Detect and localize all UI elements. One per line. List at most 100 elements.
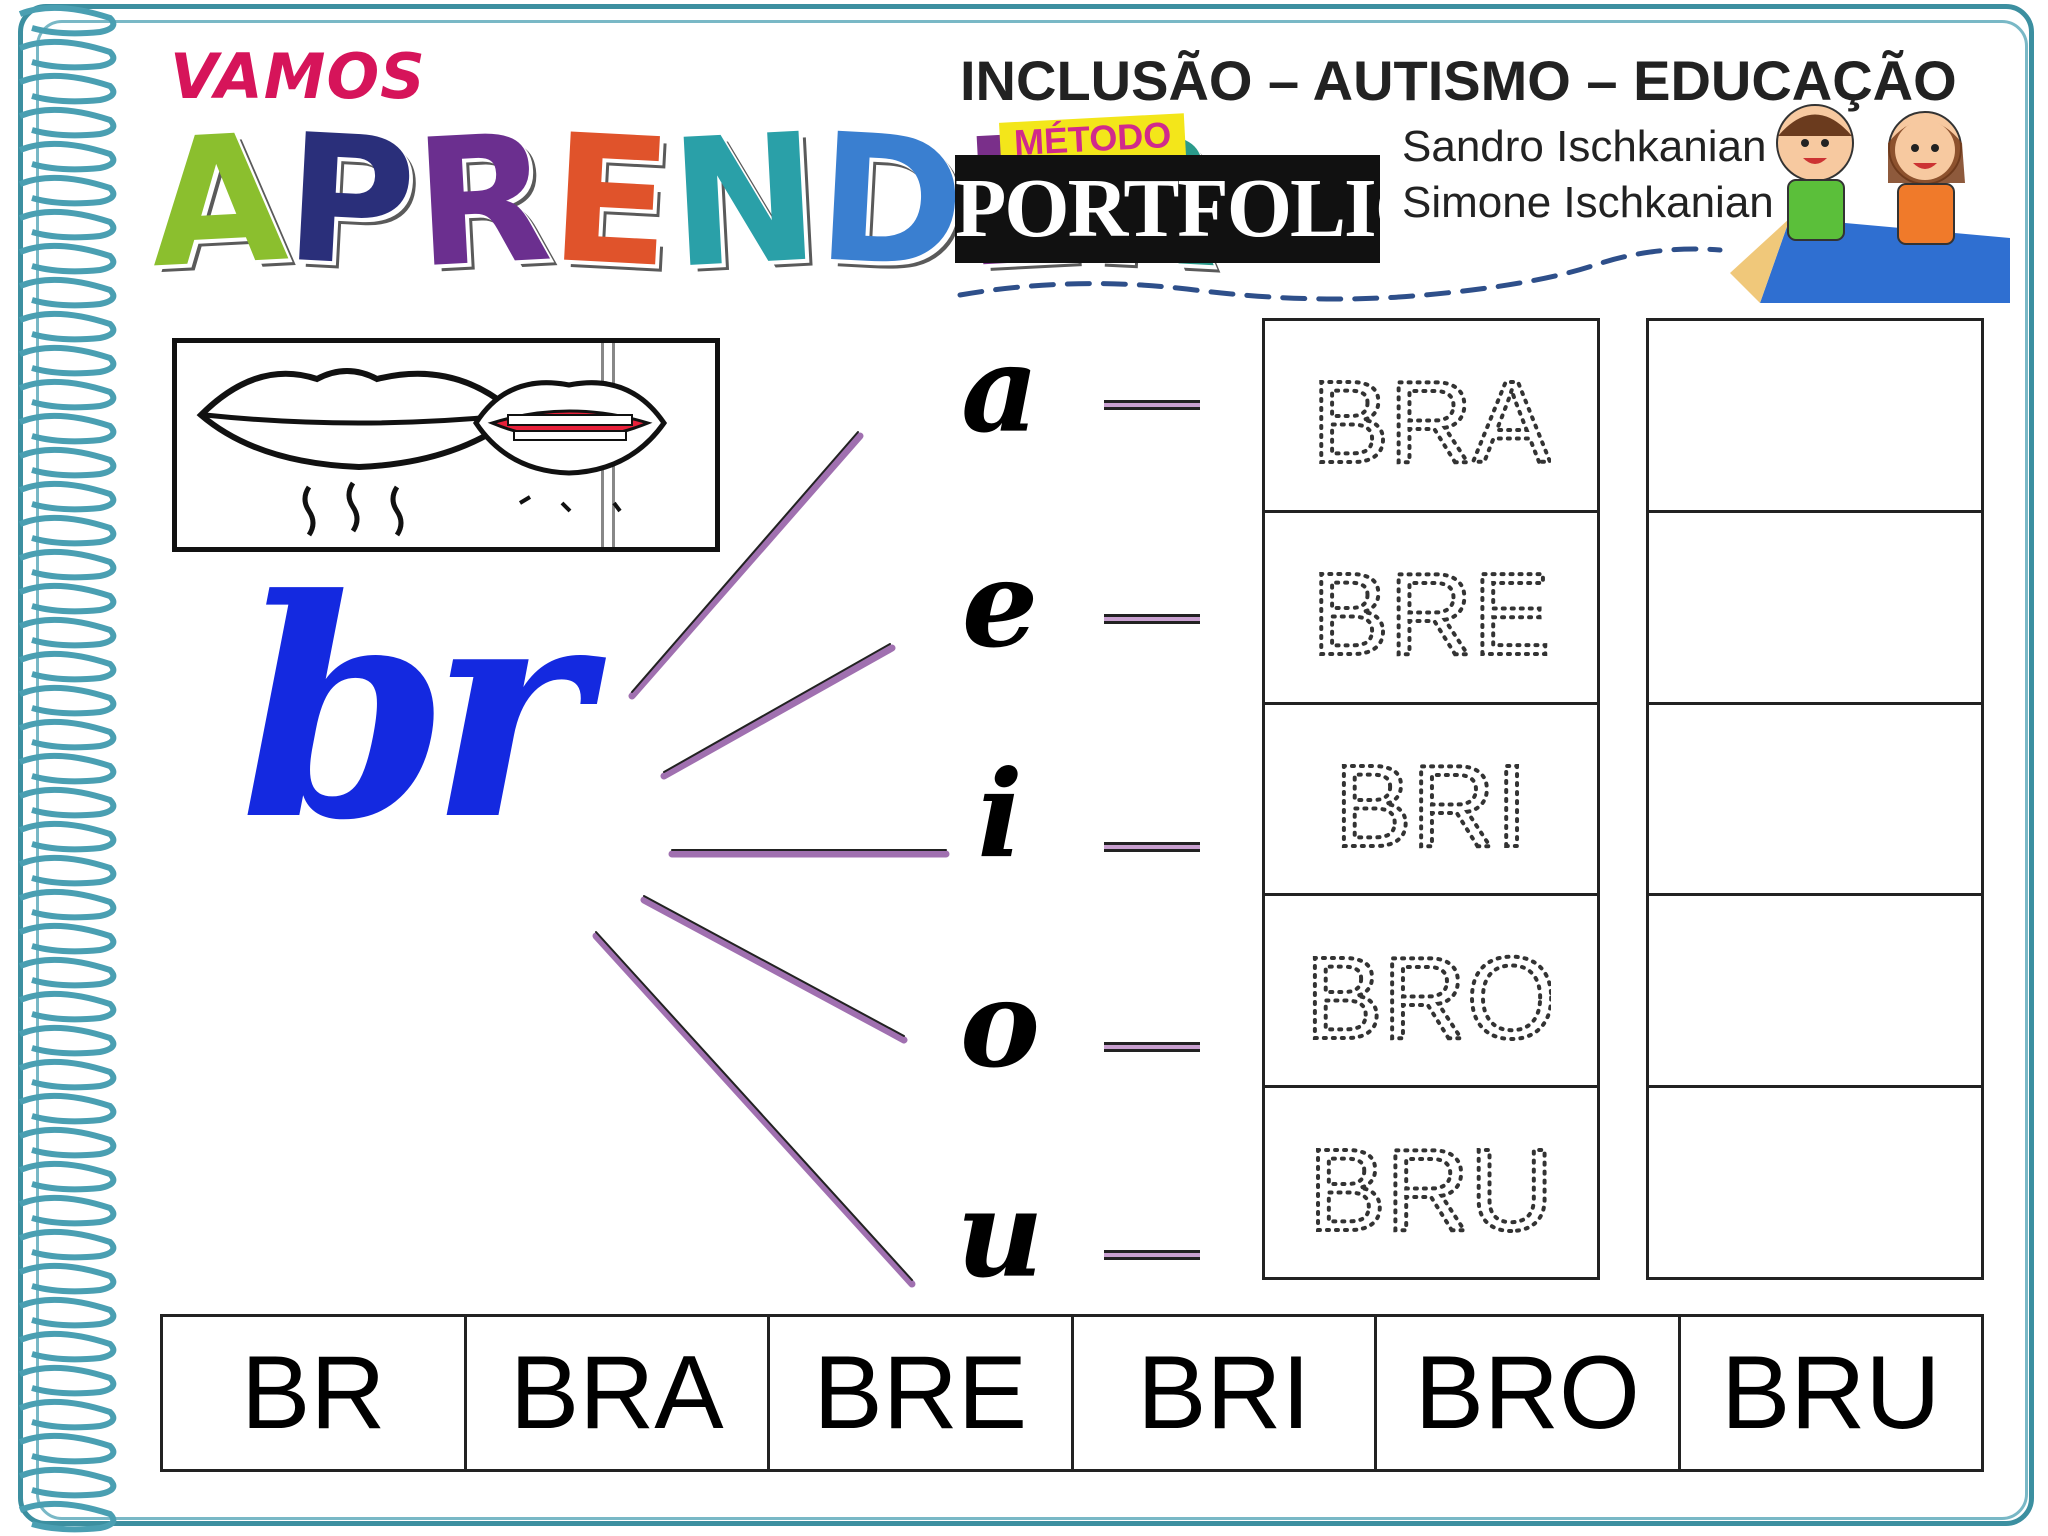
page-inner-frame [36, 20, 2028, 1520]
page-frame [18, 4, 2034, 1526]
spiral-binding [18, 4, 117, 1533]
traced-syllable: BRU [1311, 1125, 1551, 1248]
spiral-coil [18, 310, 117, 343]
spiral-coil [18, 1058, 117, 1091]
dashed-wave-decoration [957, 246, 1723, 302]
spiral-coil [18, 1092, 117, 1125]
syllable-cell: BRU [1720, 1334, 1941, 1451]
spiral-coil [18, 276, 117, 309]
spiral-coil [18, 820, 117, 853]
syllable-cell: BRO [1377, 1317, 1681, 1469]
trace-cell[interactable]: BRU [1265, 1088, 1597, 1277]
spiral-coil [18, 1296, 117, 1329]
syllable-cell: BR [163, 1317, 467, 1469]
aprender-letter: N [665, 95, 824, 308]
vowel-a: a [961, 319, 1039, 460]
spiral-coil [18, 1160, 117, 1193]
aprender-letter: E [545, 95, 677, 308]
portfolio-logo: PORTFOLIO [955, 155, 1440, 263]
spiral-coil [18, 140, 117, 173]
spiral-coil [18, 1126, 117, 1159]
spiral-coil [18, 72, 117, 105]
aprender-letter: D [813, 95, 970, 308]
writing-cell[interactable] [1649, 321, 1981, 513]
spiral-coil [18, 378, 117, 411]
author-simone: Simone Ischkanian [1402, 178, 1774, 227]
dash-e [1104, 614, 1200, 624]
syllable-cell: BRA [467, 1317, 770, 1469]
writing-cell[interactable] [1649, 705, 1981, 897]
author-sandro: Sandro Ischkanian [1402, 122, 1767, 171]
writing-cell[interactable] [1649, 896, 1981, 1089]
blend-br-cursive: br [240, 533, 588, 886]
spiral-coil [18, 1024, 117, 1057]
open-mouth-teeth-icon [473, 380, 668, 513]
traced-syllable: BRO [1311, 933, 1551, 1056]
spiral-coil [18, 242, 117, 275]
spiral-coil [18, 514, 117, 547]
aprender-letter: A [144, 95, 292, 308]
spiral-coil [18, 38, 117, 71]
spiral-coil [18, 344, 117, 377]
spiral-coil [18, 480, 117, 513]
vowel-u: u [956, 1164, 1044, 1305]
writing-cell[interactable] [1649, 1088, 1981, 1277]
spiral-coil [18, 650, 117, 683]
spiral-coil [18, 412, 117, 445]
spiral-coil [18, 786, 117, 819]
kids-illustration [1730, 104, 2010, 303]
syllable-cell: BRE [770, 1317, 1074, 1469]
syllable-table: BR BRA BRE BRI BRO BRU [160, 1314, 1984, 1472]
spiral-coil [18, 888, 117, 921]
spiral-coil [18, 582, 117, 615]
headline: INCLUSÃO – AUTISMO – EDUCAÇÃO [960, 49, 1957, 112]
trace-cell[interactable]: BRO [1265, 896, 1597, 1089]
writing-column [1646, 318, 1984, 1280]
dash-i [1104, 842, 1200, 852]
spiral-coil [18, 922, 117, 955]
spiral-coil [18, 1364, 117, 1397]
spiral-coil [18, 718, 117, 751]
aprender-letter: R [409, 95, 556, 308]
spiral-coil [18, 1330, 117, 1363]
tracing-column: BRA BRE BRI BRO BRU [1262, 318, 1600, 1280]
vowel-i: i [977, 744, 1023, 885]
spiral-coil [18, 548, 117, 581]
spiral-coil [18, 1398, 117, 1431]
spiral-coil [18, 1432, 117, 1465]
traced-syllable: BRE [1312, 549, 1551, 672]
dash-u [1104, 1250, 1200, 1260]
spiral-coil [18, 106, 117, 139]
dash-o [1104, 1042, 1200, 1052]
trace-cell[interactable]: BRE [1265, 513, 1597, 705]
spiral-coil [18, 1466, 117, 1499]
spiral-coil [18, 990, 117, 1023]
spiral-coil [18, 616, 117, 649]
kid-girl-icon [1897, 183, 1955, 245]
spiral-coil [18, 174, 117, 207]
vamos-title: VAMOS [170, 40, 426, 113]
vowel-o: o [959, 954, 1041, 1095]
traced-syllable: BRI [1334, 741, 1527, 864]
trace-cell[interactable]: BRI [1265, 705, 1597, 897]
spiral-coil [18, 684, 117, 717]
writing-cell[interactable] [1649, 513, 1981, 705]
spiral-coil [18, 4, 117, 37]
vowel-e: e [961, 534, 1039, 675]
syllable-cell: BRI [1074, 1317, 1377, 1469]
spiral-coil [18, 1262, 117, 1295]
spiral-coil [18, 752, 117, 785]
closed-lips-icon [196, 368, 522, 537]
spiral-coil [18, 1194, 117, 1227]
aprender-letter: P [280, 95, 421, 308]
traced-syllable: BRA [1312, 357, 1551, 480]
spiral-coil [18, 208, 117, 241]
spiral-coil [18, 956, 117, 989]
trace-cell[interactable]: BRA [1265, 321, 1597, 513]
spiral-coil [18, 1228, 117, 1261]
dash-a [1104, 400, 1200, 410]
spiral-coil [18, 1500, 117, 1533]
spiral-coil [18, 854, 117, 887]
spiral-coil [18, 446, 117, 479]
kid-boy-icon [1787, 179, 1845, 241]
